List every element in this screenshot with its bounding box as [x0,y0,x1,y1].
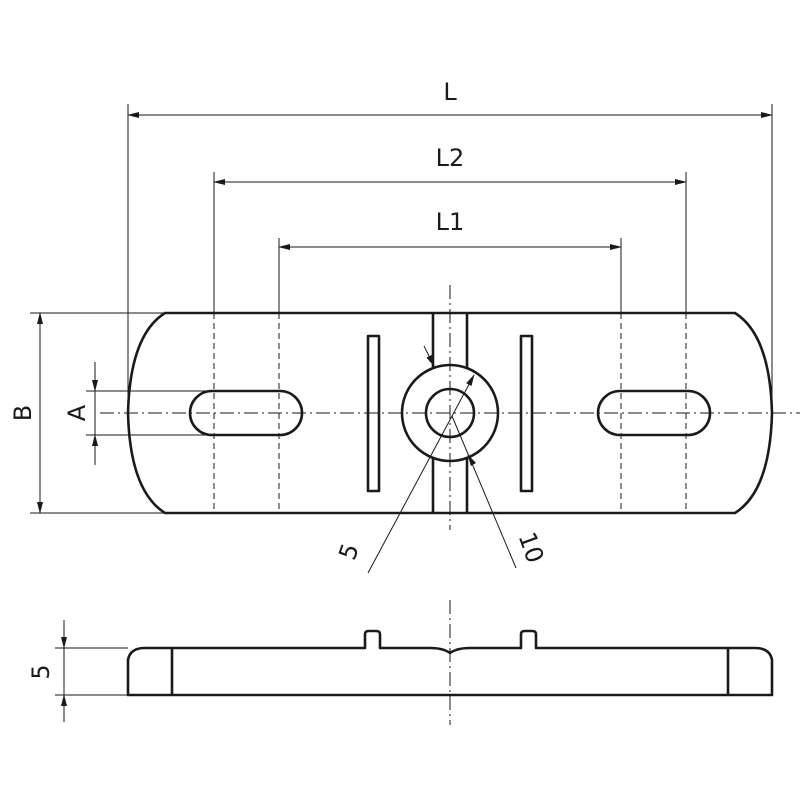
label-radius-10: 10 [513,529,550,567]
label-radius-5: 5 [333,540,365,564]
plate-outline [126,311,774,515]
leader-r10 [451,415,517,569]
leader-r5 [367,374,475,574]
leader-r10-arrow [467,454,477,467]
label-a: A [63,404,91,421]
leader-r5-tick [423,345,435,367]
top-view: L L2 L1 B A 5 10 [9,78,800,574]
label-l1: L1 [436,208,465,236]
side-view: 5 [27,600,774,725]
label-l: L [443,78,457,106]
label-b: B [9,405,37,421]
label-thickness: 5 [27,664,55,679]
label-l2: L2 [436,144,465,172]
